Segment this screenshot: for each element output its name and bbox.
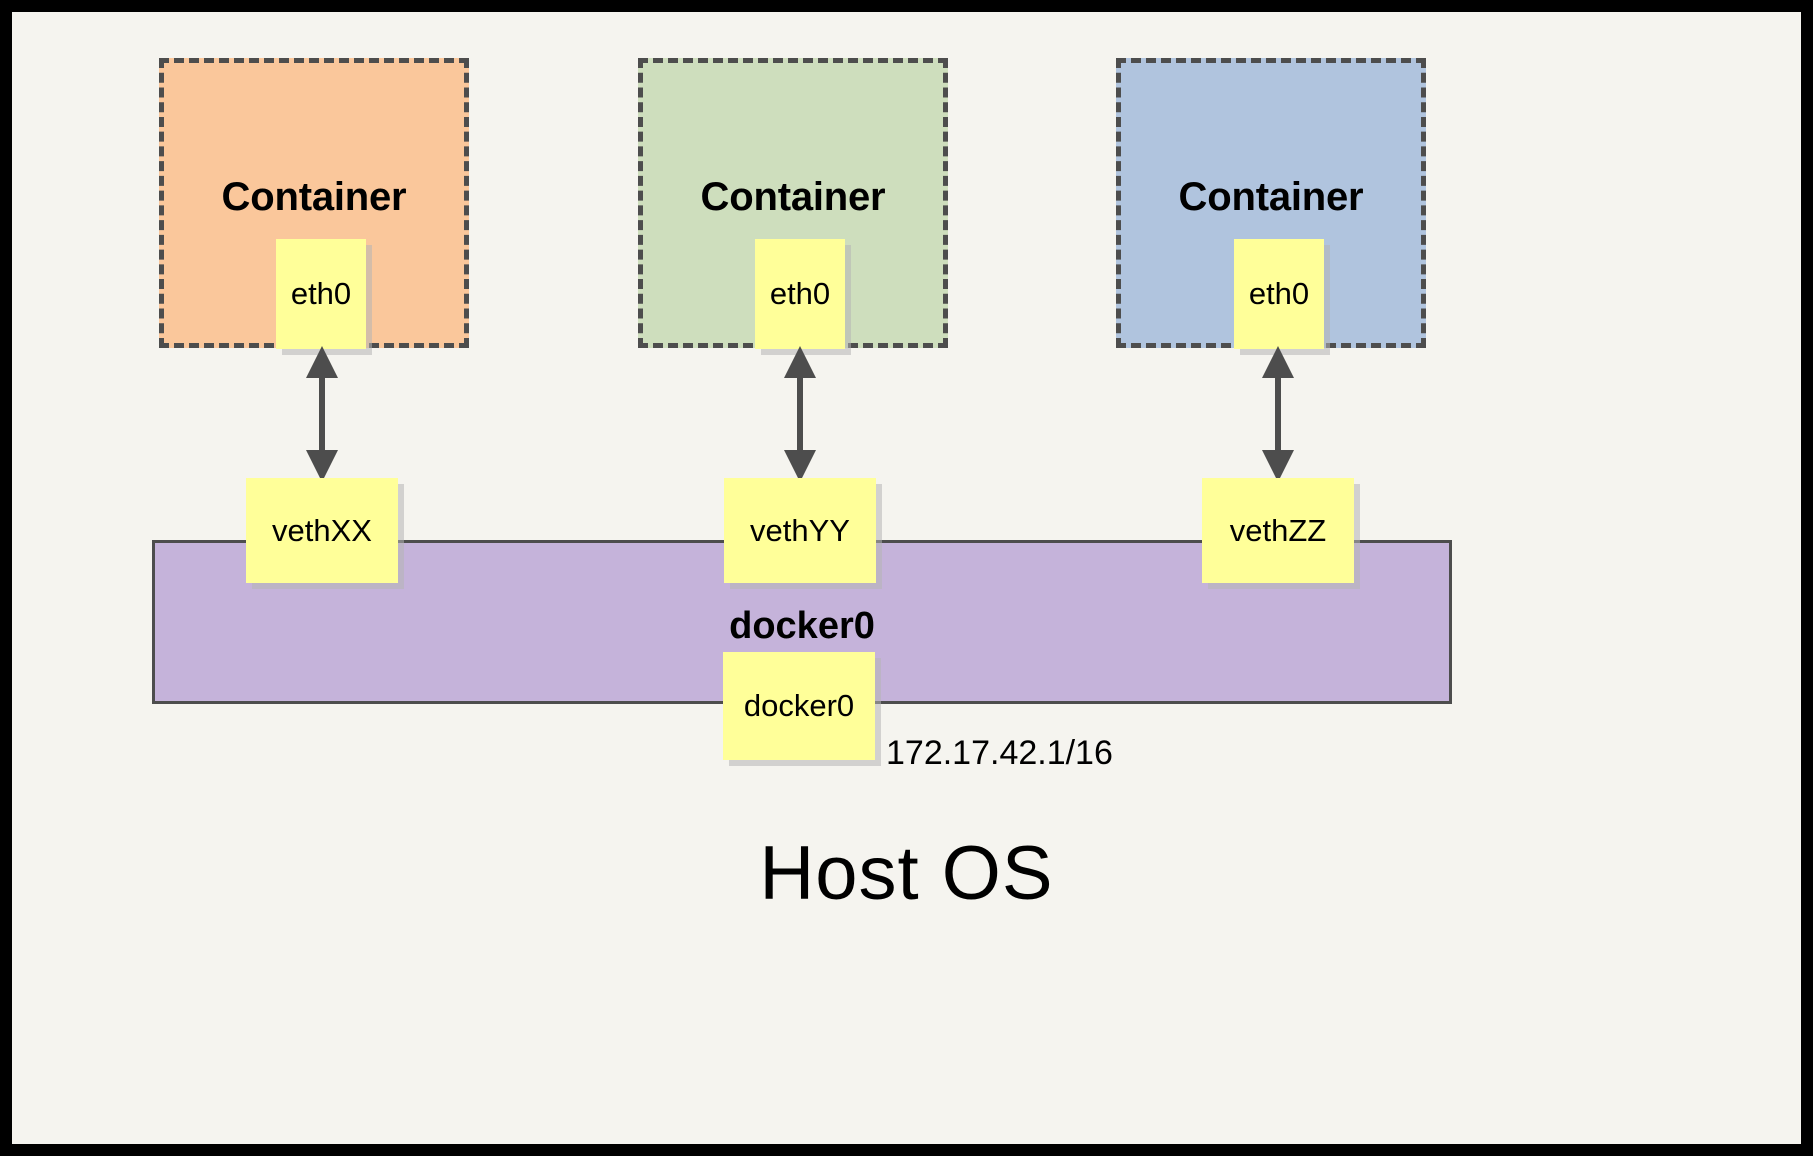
veth-box-2[interactable]: vethYY: [724, 478, 876, 583]
veth-box-1[interactable]: vethXX: [246, 478, 398, 583]
bridge-ip-address: 172.17.42.1/16: [886, 734, 1113, 772]
host-os-label: Host OS: [759, 831, 1054, 916]
eth0-box-3[interactable]: eth0: [1234, 239, 1324, 349]
eth0-box-1[interactable]: eth0: [276, 239, 366, 349]
eth0-box-2[interactable]: eth0: [755, 239, 845, 349]
veth-box-3[interactable]: vethZZ: [1202, 478, 1354, 583]
container-title-3: Container: [1178, 175, 1364, 219]
container-title-2: Container: [700, 175, 886, 219]
docker0-bridge-label: docker0: [729, 605, 875, 647]
double-headed-arrow-icon-2: [784, 346, 816, 482]
container-title-1: Container: [221, 175, 407, 219]
double-headed-arrow-icon-1: [306, 346, 338, 482]
double-headed-arrow-icon-3: [1262, 346, 1294, 482]
diagram-canvas: Container Container Container eth0 eth0 …: [12, 12, 1801, 1144]
docker0-interface-box[interactable]: docker0: [723, 652, 875, 760]
